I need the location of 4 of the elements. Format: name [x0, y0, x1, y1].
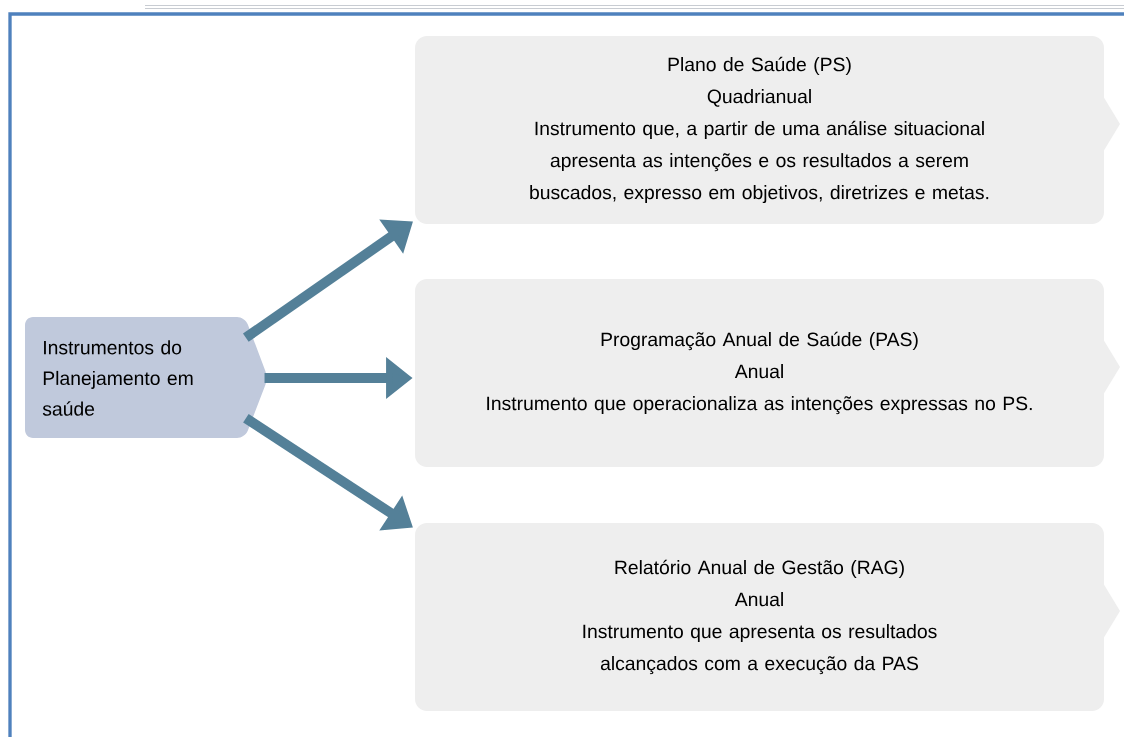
start-chevron: Instrumentos do Planejamento em saúde: [25, 317, 267, 438]
content-box: Programação Anual de Saúde (PAS) Anual Instrumento que operacionaliza as intenções expressas no PS.: [415, 279, 1120, 467]
content-box: Relatório Anual de Gestão (RAG) Anual Instrumento que apresenta os resultados alcançados com a execução da PAS: [415, 523, 1120, 711]
content-box: Plano de Saúde (PS) Quadrianual Instrumento que, a partir de uma análise situacional apresenta as intenções e os resultados a serem buscados, expresso em objetivos, diretrizes e metas.: [415, 36, 1120, 224]
